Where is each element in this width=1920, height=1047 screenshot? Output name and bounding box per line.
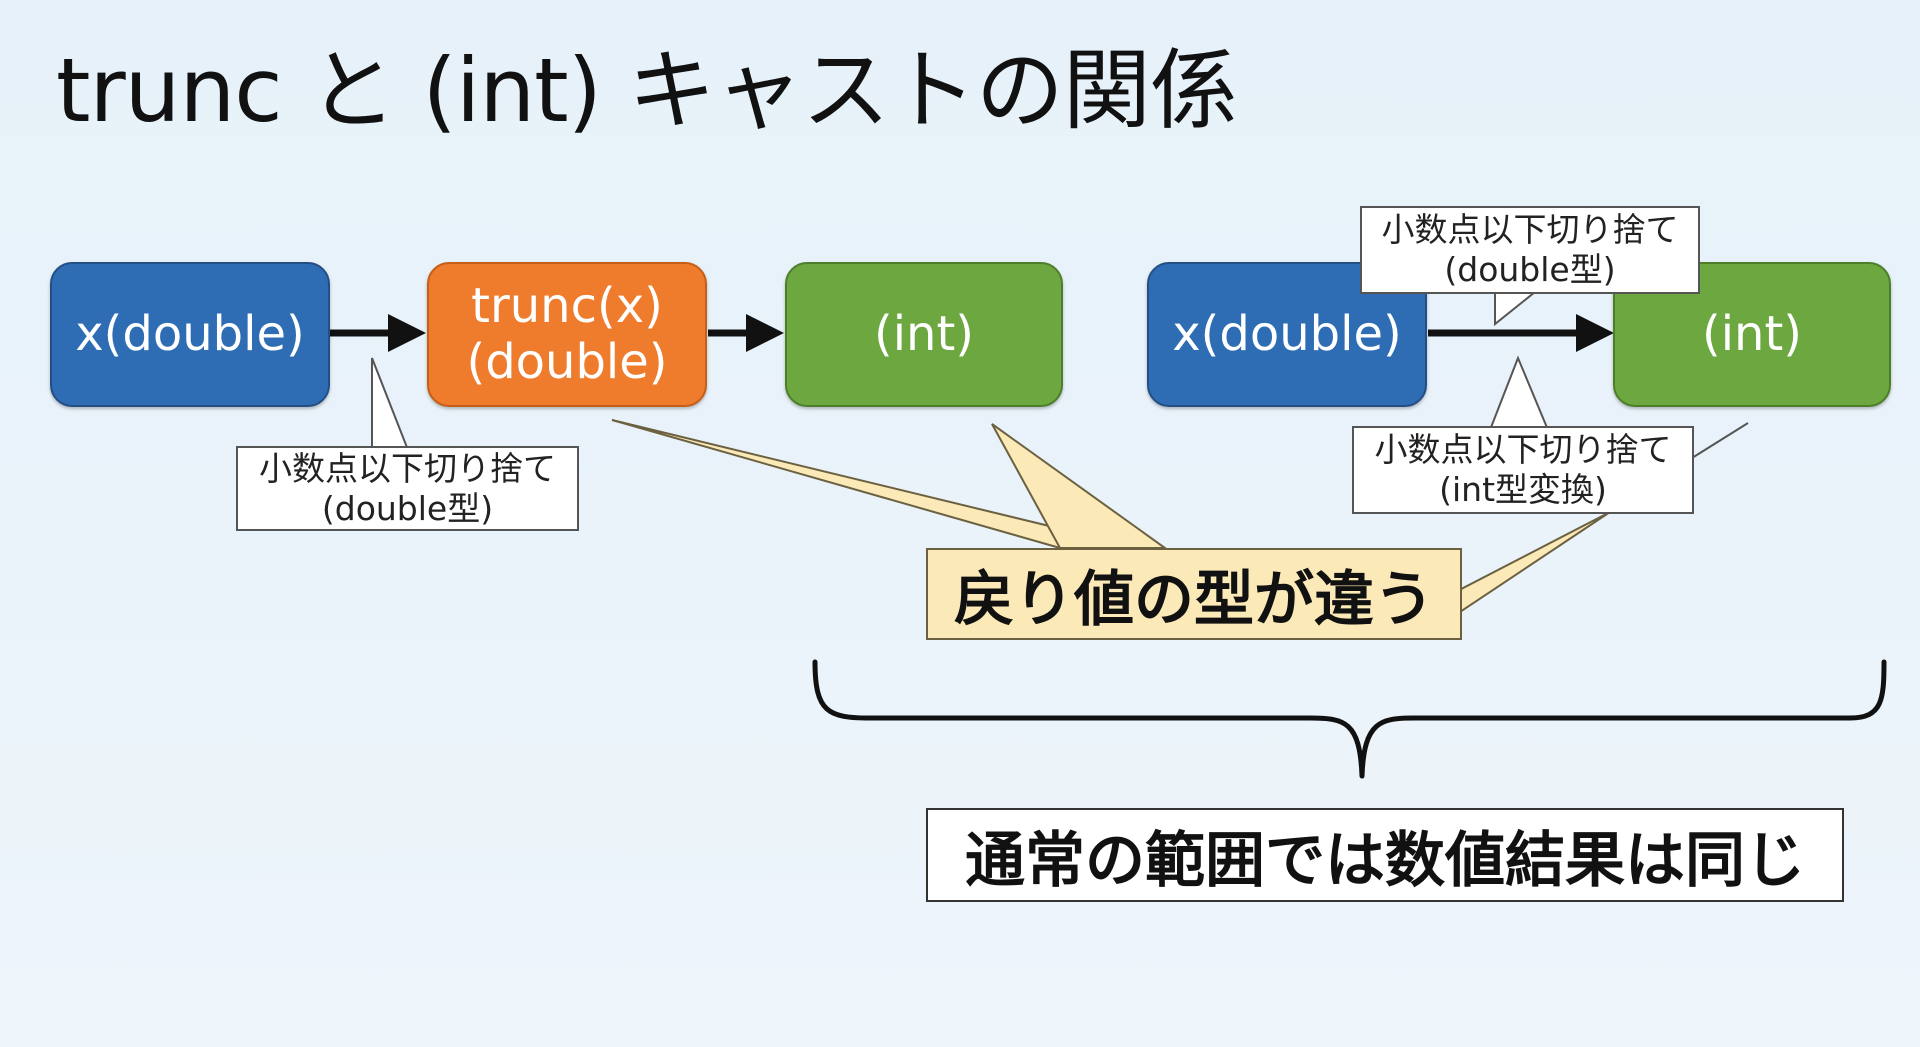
left-output-box: (int) xyxy=(785,262,1063,407)
right-bottom-note-line1: 小数点以下切り捨て xyxy=(1374,430,1672,470)
page-title: trunc と (int) キャストの関係 xyxy=(56,39,1238,142)
right-bottom-note: 小数点以下切り捨て (int型変換) xyxy=(1352,426,1694,514)
right-input-label: x(double) xyxy=(1172,305,1402,362)
right-top-note-line1: 小数点以下切り捨て xyxy=(1381,210,1679,250)
left-note-line2: (double型) xyxy=(321,488,494,528)
right-top-note-line2: (double型) xyxy=(1444,250,1616,289)
left-note-line1: 小数点以下切り捨て xyxy=(259,448,556,488)
right-top-note: 小数点以下切り捨て (double型) xyxy=(1360,206,1700,294)
curly-brace xyxy=(812,659,1887,779)
right-bottom-note-link xyxy=(1691,422,1749,459)
arrow-input-to-trunc-head xyxy=(388,314,426,352)
right-bottom-note-tail xyxy=(1489,355,1549,431)
right-input-box: x(double) xyxy=(1147,262,1427,407)
return-type-callout-text: 戻り値の型が違う xyxy=(954,564,1434,635)
left-input-box: x(double) xyxy=(50,262,330,407)
left-note-tail xyxy=(371,357,409,451)
summary-text: 通常の範囲では数値結果は同じ xyxy=(965,825,1805,896)
trunc-box-line2: (double) xyxy=(466,333,668,390)
left-input-label: x(double) xyxy=(75,305,305,362)
return-type-callout: 戻り値の型が違う xyxy=(926,548,1462,640)
callout-tail-cast xyxy=(1437,511,1611,614)
arrow-trunc-to-int-head xyxy=(746,314,784,352)
right-top-note-tail xyxy=(1494,291,1536,327)
left-note: 小数点以下切り捨て (double型) xyxy=(236,446,579,531)
right-output-label: (int) xyxy=(1701,305,1803,362)
trunc-box-line1: trunc(x) xyxy=(471,278,663,335)
left-output-label: (int) xyxy=(873,305,975,362)
trunc-box: trunc(x) (double) xyxy=(427,262,707,407)
summary-box: 通常の範囲では数値結果は同じ xyxy=(926,808,1844,902)
right-bottom-note-line2: (int型変換) xyxy=(1439,470,1607,509)
arrow-cast-to-int-head xyxy=(1576,314,1614,352)
